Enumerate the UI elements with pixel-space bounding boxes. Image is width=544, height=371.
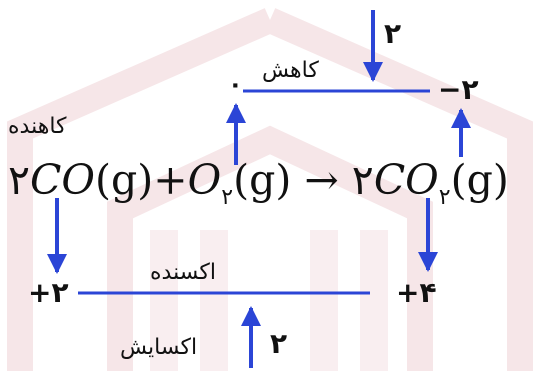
reaction-arrow: →: [304, 156, 339, 204]
o2-state: (g): [233, 156, 292, 204]
oxygen-final-state: −۲: [438, 73, 479, 106]
co2-coefficient: ۲: [351, 156, 374, 204]
o2-subscript: ۲: [221, 185, 234, 210]
reducing-agent-label: کاهنده: [8, 114, 67, 139]
co-state: (g): [95, 156, 154, 204]
co2-state: (g): [450, 156, 509, 204]
co2-formula: CO: [373, 156, 439, 204]
reduction-electron-count: ۲: [384, 17, 402, 50]
reduction-label: کاهش: [262, 58, 319, 83]
carbon-initial-state: +۲: [28, 276, 69, 309]
oxidizing-agent-label: اکسنده: [150, 260, 216, 285]
o2-formula: O: [187, 156, 222, 204]
oxygen-initial-state: ۰: [228, 70, 243, 98]
chemical-equation: ۲CO(g)+O۲(g) → ۲CO۲(g): [8, 160, 509, 209]
co-formula: CO: [30, 156, 96, 204]
oxidation-electron-count: ۲: [270, 327, 288, 360]
co2-subscript: ۲: [438, 185, 451, 210]
carbon-final-state: +۴: [396, 276, 437, 309]
co-coefficient: ۲: [8, 156, 31, 204]
plus-sign: +: [153, 156, 188, 204]
oxidation-label: اکسایش: [120, 335, 198, 360]
